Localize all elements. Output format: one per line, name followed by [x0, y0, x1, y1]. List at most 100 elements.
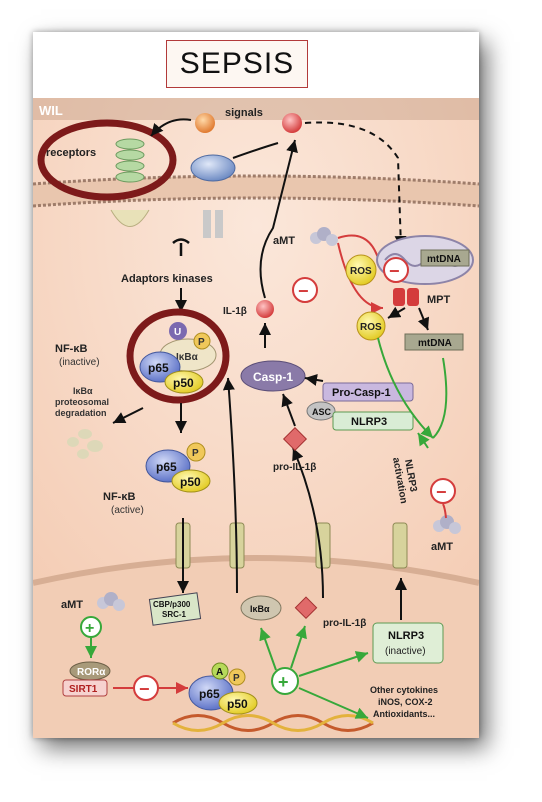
receptor-stack [110, 138, 150, 227]
mtdna-label-1: mtDNA [427, 254, 461, 265]
minus-circle-1 [292, 277, 318, 303]
ros-bubble-1 [345, 254, 377, 286]
amt-right-label: aMT [431, 541, 453, 553]
nlrp3-inactive-label-2: (inactive) [385, 646, 426, 657]
amt-cloud-left [97, 592, 125, 611]
p50-label-1: p50 [173, 376, 194, 390]
mpt-label: MPT [427, 294, 451, 306]
ikba-small-node [240, 595, 282, 621]
top-strip [33, 98, 479, 120]
amt-left-label: aMT [61, 599, 83, 611]
pro-il1b-bottom-label: pro-IL-1β [323, 618, 366, 629]
ros-label-2: ROS [360, 322, 382, 333]
asc-node [306, 401, 336, 421]
channel-right [215, 210, 223, 238]
amt-top-label: aMT [273, 235, 295, 247]
sirt1-box [62, 679, 108, 697]
adaptor-symbol [172, 238, 190, 256]
ros-label-1: ROS [350, 266, 372, 277]
nfkb-inactive-sub: (inactive) [59, 357, 100, 368]
cbp-box [148, 592, 202, 626]
cbp-label-2: SRC-1 [162, 610, 187, 619]
header-fragment: WIL [39, 103, 63, 118]
cell-membrane [32, 174, 480, 208]
mpt-ros-arrow [387, 306, 406, 319]
pro-casp1-box [322, 382, 414, 402]
amt-cloud-top [310, 227, 338, 246]
mtdna-box-1 [420, 249, 470, 267]
signal-molecule [195, 113, 215, 133]
ros-bubble-2 [356, 311, 386, 341]
ikba-small-label: IκBα [250, 604, 270, 614]
ros-nlrp3-green-arrow [377, 337, 434, 439]
receptor-2 [190, 154, 236, 182]
nlrp3-inactive-box [372, 622, 444, 664]
plus-circle-1 [80, 616, 102, 638]
p50-label-3: p50 [227, 697, 248, 711]
minus-symbol-4: − [139, 679, 150, 699]
pro-il1b-export-arrow [292, 447, 324, 599]
sirt1-label: SIRT1 [69, 684, 98, 695]
ikba-degradation-3: degradation [55, 408, 107, 418]
pro-il1b-diamond-bottom [294, 596, 318, 620]
adaptors-label: Adaptors kinases [121, 273, 213, 285]
nuclear-nfkb-complex: p65 A P p50 [188, 662, 258, 715]
u-label: U [174, 327, 181, 338]
ikba-complex-label: IκBα [176, 352, 199, 363]
page-title: SEPSIS [166, 40, 308, 88]
signals-label: signals [225, 107, 263, 119]
nlrp3-box [332, 411, 414, 431]
channel-left [203, 210, 211, 238]
nlrp3-label: NLRP3 [351, 416, 387, 428]
ikba-degradation-2: proteosomal [55, 397, 109, 407]
transcription-arrows [259, 625, 369, 719]
cbp-label-1: CBP/p300 [153, 600, 191, 609]
il1b-signal-molecule [282, 113, 302, 133]
pro-il1b-to-casp-arrow [281, 393, 296, 427]
plus-symbol-1: + [85, 620, 94, 637]
nfkb-highlight-circle [126, 308, 230, 404]
minus-symbol-1: − [298, 281, 309, 301]
p65-label-1: p65 [148, 361, 169, 375]
minus-circle-3 [430, 478, 456, 504]
nfkb-active-sub: (active) [111, 505, 144, 516]
procasp-to-casp-arrow [304, 374, 324, 386]
receptor2-link [232, 142, 279, 159]
receptors-label: receptors [46, 147, 96, 159]
nfkb-active-label: NF-κB [103, 491, 135, 503]
nfkb-inactive-complex: IκBα U P p65 p50 [139, 322, 217, 394]
a-label: A [216, 667, 223, 678]
ikba-degradation-1: IκBα [73, 386, 93, 396]
p-label-2: P [192, 448, 199, 459]
phospho-p [193, 332, 211, 350]
degraded-fragments [67, 429, 103, 459]
asc-label: ASC [312, 407, 332, 417]
amt-cloud-right [433, 515, 461, 534]
receptors-highlight-circle [37, 119, 177, 201]
minus-circle-4 [133, 675, 159, 701]
p-label-3: P [233, 673, 240, 684]
nuclear-envelope [32, 555, 480, 586]
nfkb-active-complex: p65 P p50 [145, 442, 211, 493]
signal-to-receptor-arrow [150, 118, 192, 137]
nfkb-inactive-label: NF-κB [55, 343, 87, 355]
pro-il1b-top-label: pro-IL-1β [273, 462, 316, 473]
plus-symbol-hub: + [278, 672, 289, 692]
p50-label-2: p50 [180, 475, 201, 489]
il1b-release-arrow [259, 139, 298, 299]
p65-label-3: p65 [199, 687, 220, 701]
plus-circle-hub [271, 667, 299, 695]
dna-helix [172, 714, 374, 732]
other-cytokines: Other cytokines [370, 685, 438, 695]
mtdna-label-2: mtDNA [418, 338, 452, 349]
p-label-1: P [198, 337, 205, 348]
rora-label: RORα [77, 667, 106, 678]
amt-nlrp3-inhibit [442, 503, 447, 519]
pro-il1b-diamond-top [282, 426, 308, 452]
casp1-label: Casp-1 [253, 370, 293, 384]
ikba-feedback-arrow [222, 377, 238, 594]
il1b-label: IL-1β [223, 306, 247, 317]
inos-cox2: iNOS, COX-2 [378, 697, 433, 707]
minus-symbol-3: − [436, 482, 447, 502]
mpt-pore-1 [393, 288, 405, 306]
